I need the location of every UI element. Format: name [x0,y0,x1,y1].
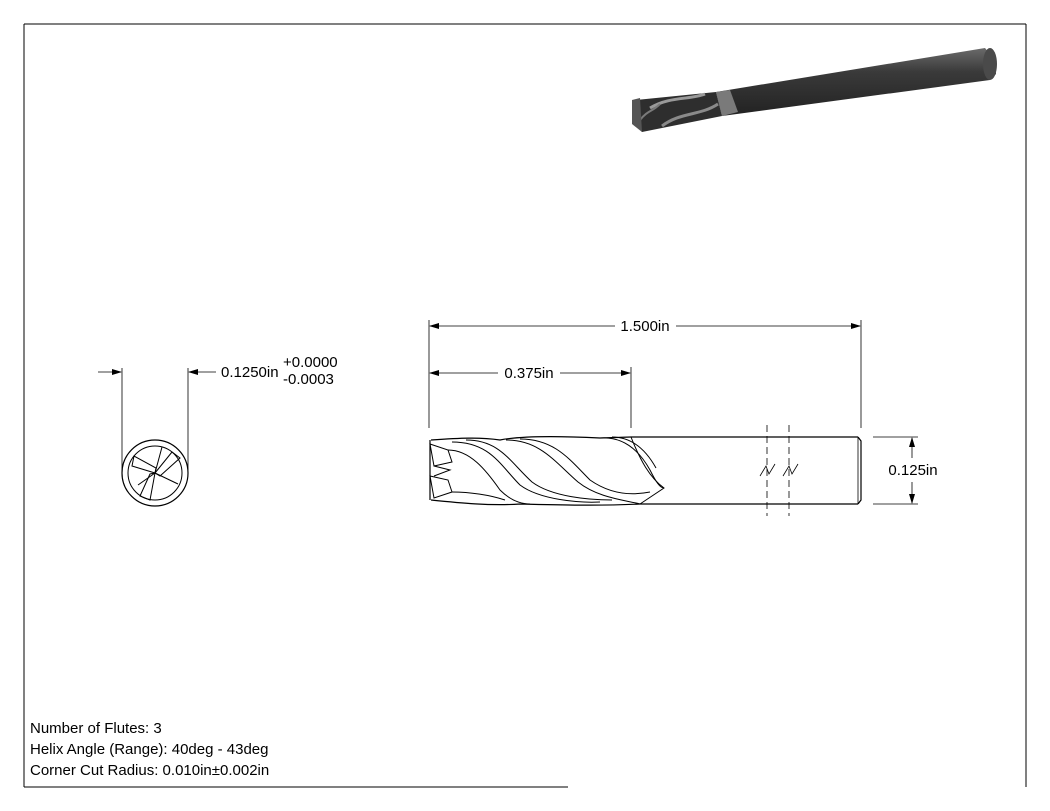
end-view-inner-circle [127,445,183,501]
iso-shank [716,48,996,116]
tip-face-top [429,443,453,467]
iso-flute-highlight-2 [661,102,719,128]
helix-flute-3-b [611,436,657,469]
shank-end-chamfer [857,436,862,505]
iso-tip [632,98,642,132]
spec-corner: Corner Cut Radius: 0.010in±0.002in [30,762,270,779]
end-view-outer-circle [121,439,189,507]
iso-flutes [632,92,722,132]
sheet-border [23,23,1027,788]
helix-flute-2-a [505,439,641,505]
tip-face-bottom [429,475,453,499]
end-view [98,368,216,507]
spec-helix: Helix Angle (Range): 40deg - 43deg [30,741,269,758]
cutter-diameter-label: 0.1250in [221,364,279,381]
helix-flute-1-b [465,439,613,501]
helix-flute-2-b [519,438,651,495]
tolerance-minus-label: -0.0003 [283,371,334,388]
tolerance-plus-label: +0.0000 [283,354,338,371]
flute-outline-top [430,436,632,441]
isometric-tool-view [632,48,997,132]
break-symbol-right [782,463,799,477]
helix-flute-3-a [599,437,665,489]
iso-flute-highlight-1 [649,92,706,110]
iso-flute-highlight-3 [639,103,661,121]
spec-notes: Number of Flutes: 3 Helix Angle (Range):… [30,718,269,781]
iso-shank-end [983,48,997,80]
iso-flute-runout [716,90,738,116]
side-view [428,320,918,516]
flute-outline-bottom [430,499,641,506]
flute-runout [630,436,665,505]
flute-length-label: 0.375in [504,365,553,382]
helix-flute-1-a [451,441,601,503]
spec-flutes: Number of Flutes: 3 [30,720,162,737]
overall-length-label: 1.500in [620,318,669,335]
shank-diameter-label: 0.125in [888,462,937,479]
break-symbol-left [759,463,776,477]
